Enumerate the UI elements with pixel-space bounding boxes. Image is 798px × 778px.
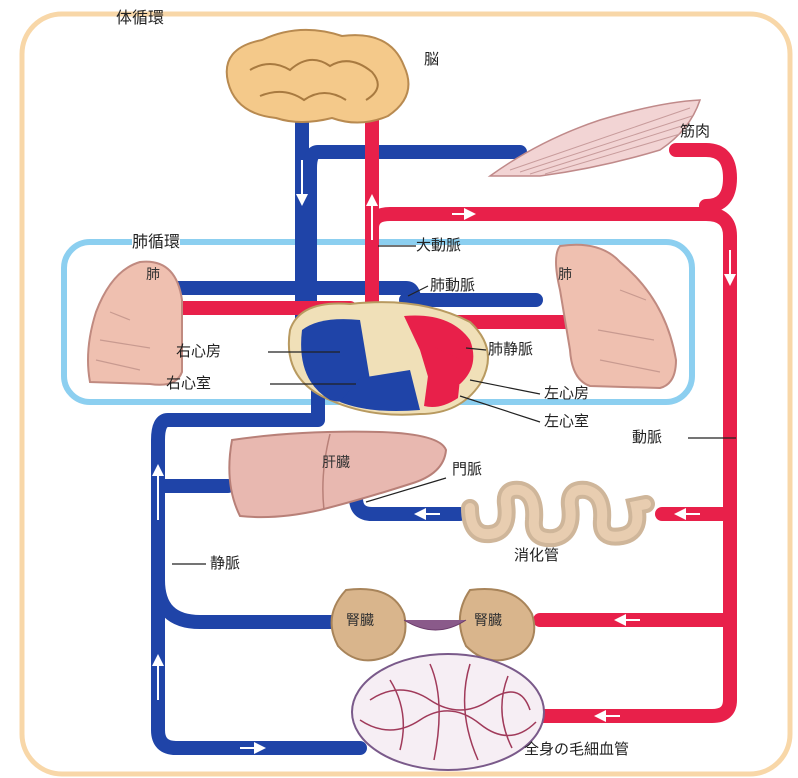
pulmonary-circulation-title: 肺循環 bbox=[132, 234, 180, 250]
vein-label: 静脈 bbox=[210, 556, 240, 571]
left-lung-illustration bbox=[88, 262, 182, 385]
capillary-network-illustration bbox=[352, 654, 544, 770]
digestive-tract-illustration bbox=[470, 490, 646, 538]
right-ventricle-label: 右心室 bbox=[166, 376, 211, 391]
right-atrium-label: 右心房 bbox=[176, 344, 221, 359]
aorta-label: 大動脈 bbox=[416, 238, 461, 253]
artery-label: 動脈 bbox=[632, 430, 662, 445]
pulmonary-vein-label: 肺静脈 bbox=[488, 342, 533, 357]
left-ventricle-label: 左心室 bbox=[544, 414, 589, 429]
left-lung-label: 肺 bbox=[146, 268, 160, 282]
right-lung-label: 肺 bbox=[558, 268, 572, 282]
ureter-connector bbox=[404, 620, 466, 630]
muscle-label: 筋肉 bbox=[680, 124, 710, 139]
portal-vein-label: 門脈 bbox=[452, 462, 482, 477]
capillaries-label: 全身の毛細血管 bbox=[524, 742, 629, 757]
muscle-illustration bbox=[490, 100, 700, 176]
digestive-tract-label: 消化管 bbox=[514, 548, 559, 563]
systemic-circulation-title: 体循環 bbox=[116, 10, 164, 26]
left-atrium-label: 左心房 bbox=[544, 386, 589, 401]
brain-label: 脳 bbox=[424, 52, 439, 67]
liver-illustration bbox=[229, 432, 446, 517]
left-kidney-label: 腎臓 bbox=[346, 614, 374, 628]
right-lung-illustration bbox=[556, 245, 676, 388]
pulmonary-artery-label: 肺動脈 bbox=[430, 278, 475, 293]
right-kidney-label: 腎臓 bbox=[474, 614, 502, 628]
liver-label: 肝臓 bbox=[322, 456, 350, 470]
brain-illustration bbox=[227, 30, 409, 123]
